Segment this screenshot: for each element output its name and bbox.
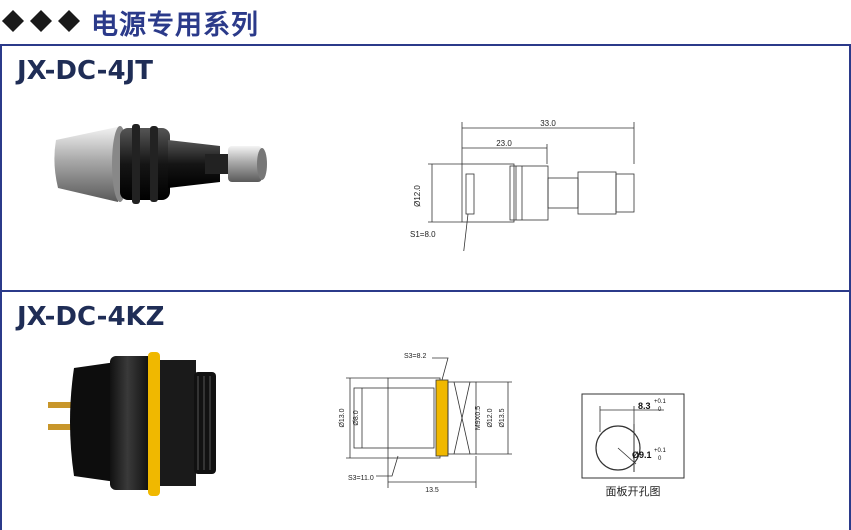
product-model: JX-DC-4JT: [17, 56, 153, 86]
product-model: JX-DC-4KZ: [17, 302, 165, 332]
section-header: 电源专用系列: [0, 0, 851, 44]
triangle-arrow-icon: [58, 10, 80, 32]
dim-s3-bottom: S3=11.0: [348, 475, 374, 482]
dim-overall: 33.0: [540, 119, 556, 128]
triangle-arrow-icon: [2, 10, 24, 32]
dim-s3-top: S3=8.2: [404, 353, 426, 360]
header-divider: [0, 44, 851, 46]
triangle-arrow-icon: [30, 10, 52, 32]
product-panel-4jt: JX-DC-4JT: [0, 46, 851, 290]
section-title: 电源专用系列: [91, 10, 259, 40]
dimension-drawing-4jt: 33.0 23.0 Ø12.0 S1=8.0: [410, 119, 635, 251]
dim-dia12: Ø12.0: [487, 408, 494, 427]
cutout-dia-tol-upper: +0.1: [654, 448, 667, 454]
product-panel-4kz: JX-DC-4KZ: [0, 292, 851, 530]
cutout-flat-tol-lower: 0: [658, 407, 662, 413]
dim-wrench: S1=8.0: [410, 230, 436, 239]
cutout-flat: 8.3: [638, 401, 651, 411]
dim-dia135: Ø13.5: [499, 408, 506, 427]
plug-photo: [54, 124, 267, 204]
dimension-drawing-4kz: S3=8.2 Ø13.0 Ø8.0 M9X0.5 Ø12.0 Ø13.5 S3=…: [339, 353, 512, 494]
cutout-caption: 面板开孔图: [606, 484, 661, 498]
arrow-group: [2, 10, 86, 32]
dim-dia13: Ø13.0: [339, 408, 346, 427]
panel-cutout-drawing: 8.3 +0.1 0 Ø9.1 +0.1 0 面板开孔图: [581, 393, 685, 498]
dim-diameter: Ø12.0: [413, 185, 422, 207]
dim-dia8: Ø8.0: [353, 410, 360, 425]
receptacle-photo: [48, 352, 216, 496]
cutout-dia-tol-lower: 0: [658, 456, 662, 462]
dim-thread: M9X0.5: [475, 406, 482, 430]
dim-length: 13.5: [425, 487, 439, 494]
cutout-flat-tol-upper: +0.1: [654, 399, 667, 405]
panel-divider: [0, 290, 851, 292]
dim-body: 23.0: [496, 139, 512, 148]
cutout-dia: Ø9.1: [632, 450, 652, 460]
